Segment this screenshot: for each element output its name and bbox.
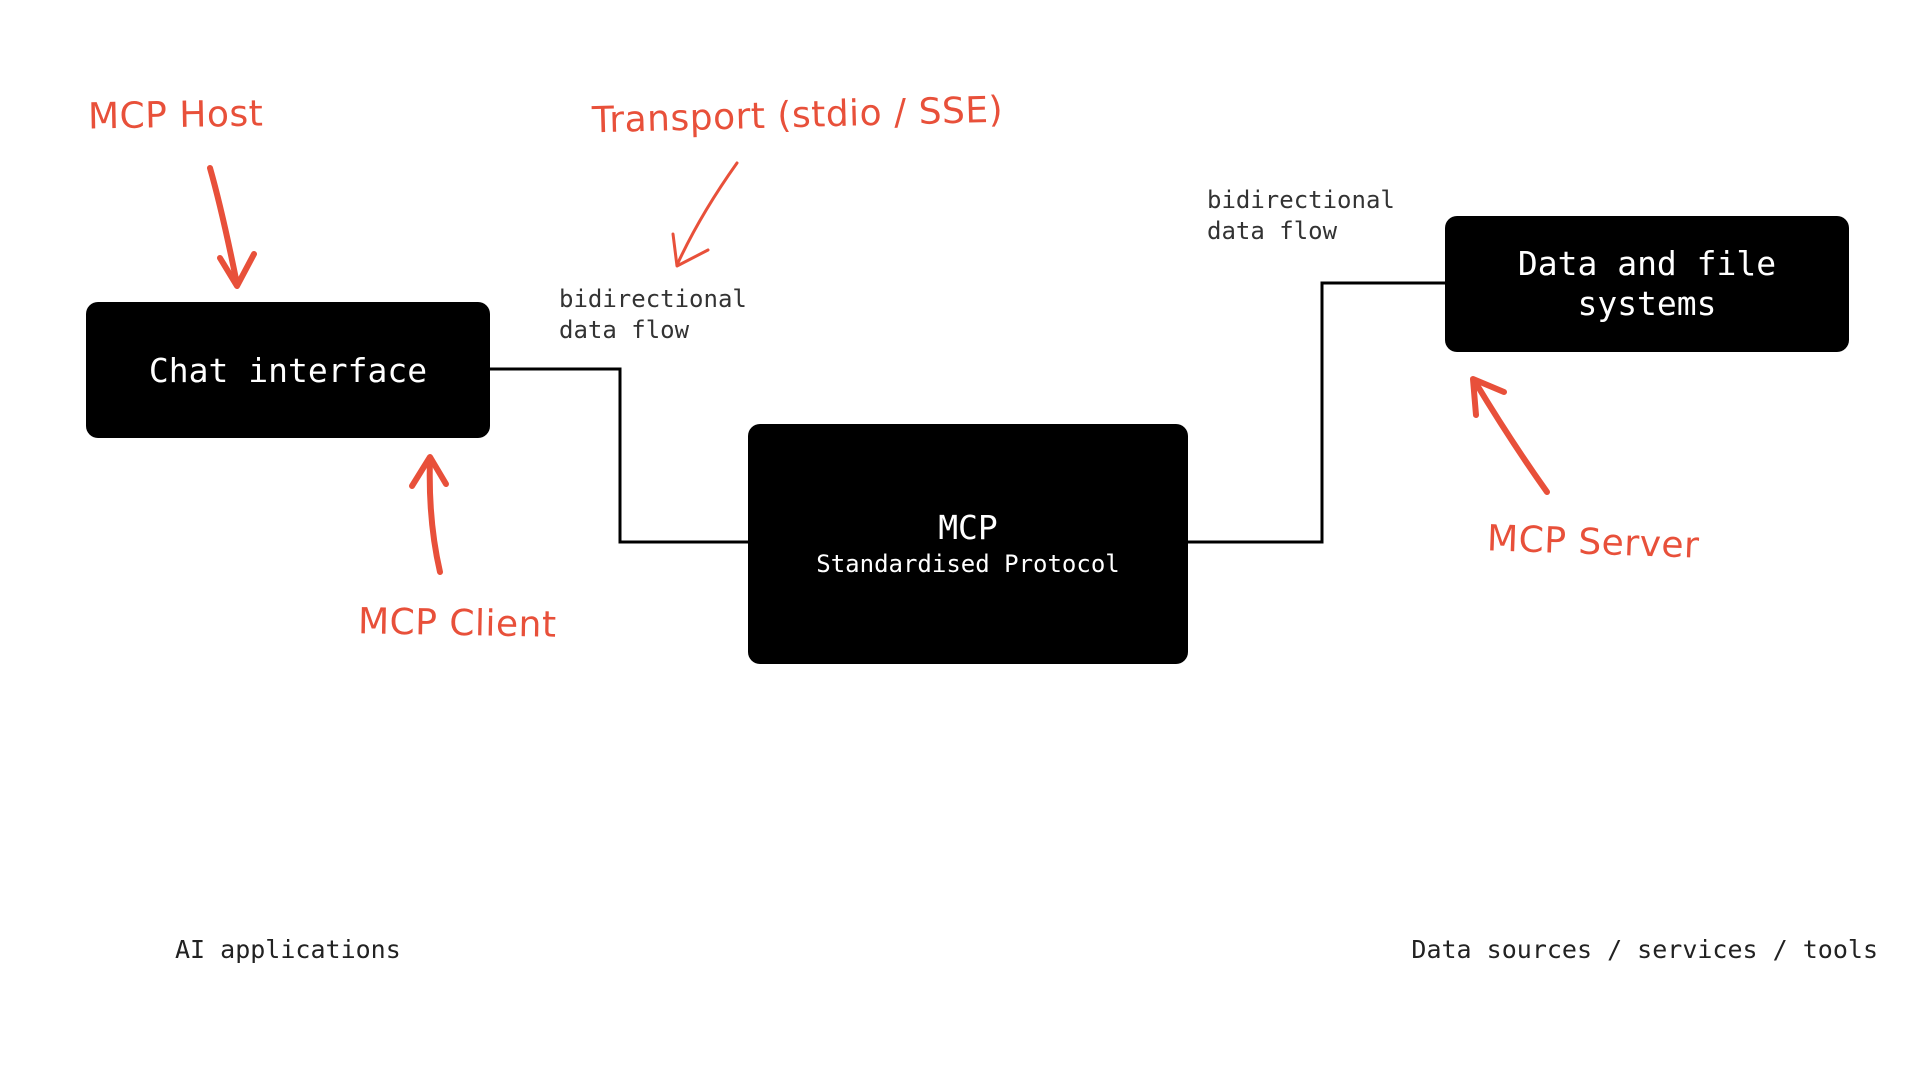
flow-label-left: bidirectional data flow [559, 285, 747, 344]
annotation-mcp-client: MCP Client [357, 601, 557, 646]
group-label-ai-applications: AI applications [175, 935, 401, 964]
connector-chat-to-mcp [490, 367, 748, 544]
connector-mcp-to-data [1188, 281, 1445, 544]
data-systems-label: Data and file systems [1517, 244, 1777, 323]
annotation-mcp-host: MCP Host [87, 93, 264, 138]
mcp-protocol-box: MCP Standardised Protocol [748, 424, 1188, 664]
arrow-host-icon [207, 165, 257, 289]
mcp-title: MCP [938, 508, 998, 547]
group-label-data-sources: Data sources / services / tools [1411, 935, 1878, 964]
mcp-subtitle: Standardised Protocol [816, 550, 1120, 578]
chat-interface-label: Chat interface [148, 350, 428, 390]
data-and-file-systems-box: Data and file systems [1445, 216, 1849, 352]
arrow-transport-icon [671, 161, 739, 268]
arrow-server-icon [1470, 376, 1550, 495]
annotation-transport: Transport (stdio / SSE) [591, 89, 1004, 142]
chat-interface-box: Chat interface [86, 302, 490, 438]
flow-label-right: bidirectional data flow [1207, 186, 1395, 245]
annotation-mcp-server: MCP Server [1486, 518, 1701, 567]
arrow-client-icon [409, 454, 449, 575]
